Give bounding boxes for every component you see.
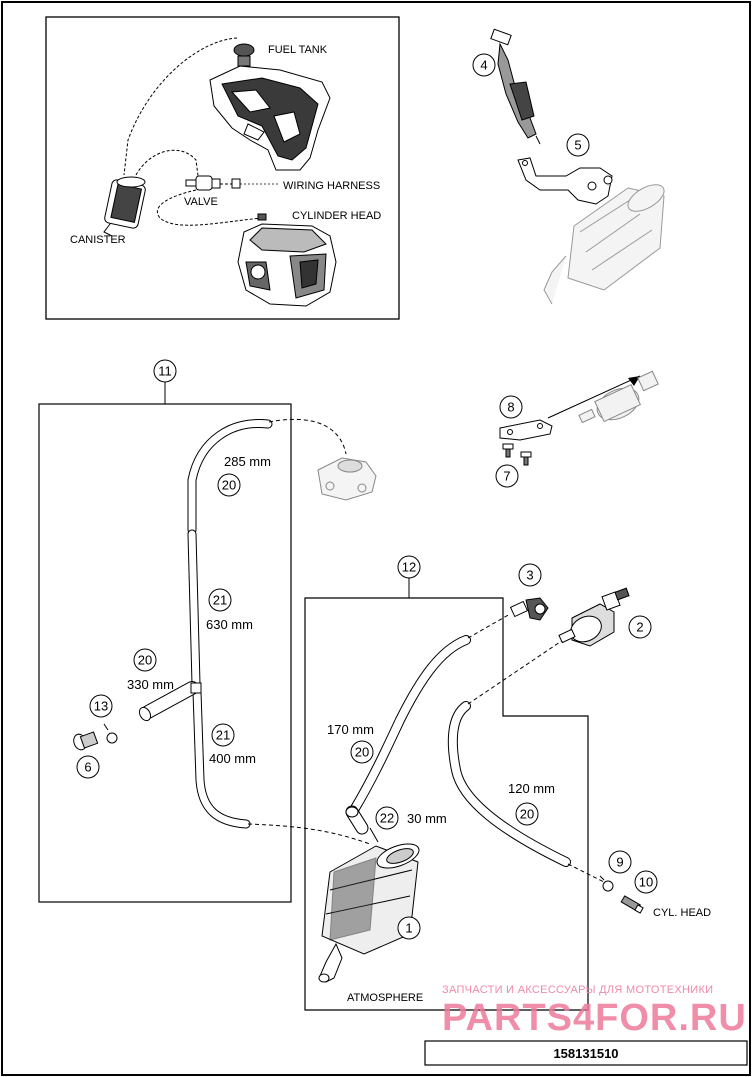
wiring-harness-label: WIRING HARNESS — [283, 180, 380, 192]
part-6-fitting-drawing — [73, 731, 99, 751]
callout-5: 5 — [566, 133, 590, 157]
part-10-fitting-drawing — [620, 895, 644, 914]
svg-text:1: 1 — [405, 921, 412, 936]
callout-20a: 20 — [217, 473, 241, 497]
assembly-arrow-head — [628, 376, 640, 386]
hose-22-end — [345, 806, 359, 818]
svg-text:21: 21 — [213, 593, 227, 608]
measurement-400: 400 mm — [209, 751, 256, 766]
part-13-clamp-drawing — [103, 723, 118, 744]
callout-22: 22 — [375, 806, 399, 830]
dashed-link-120 — [467, 637, 567, 705]
callout-20d: 20 — [515, 802, 539, 826]
callout-21a: 21 — [208, 588, 232, 612]
measurement-30: 30 mm — [407, 811, 447, 826]
measurement-330: 330 mm — [127, 677, 174, 692]
callout-3: 3 — [518, 563, 542, 587]
svg-text:12: 12 — [402, 560, 416, 575]
svg-text:11: 11 — [158, 364, 172, 379]
callout-2: 2 — [628, 615, 652, 639]
cyl-head-label: CYL. HEAD — [653, 907, 711, 919]
part-number-box — [424, 1040, 748, 1066]
valve-assembly-drawing — [578, 370, 659, 424]
measurement-170: 170 mm — [327, 722, 374, 737]
overview-dashed-hoses — [123, 37, 263, 226]
faded-canister-drawing — [543, 184, 665, 305]
fuel-tank-drawing — [209, 43, 331, 171]
svg-text:10: 10 — [639, 875, 653, 890]
svg-text:7: 7 — [503, 469, 510, 484]
part-2-valve-drawing — [558, 587, 630, 647]
measurement-120: 120 mm — [508, 781, 555, 796]
part-7-screws-drawing — [502, 443, 532, 466]
watermark-logo: PARTS4FOR.RU — [442, 997, 747, 1039]
svg-text:4: 4 — [480, 58, 487, 73]
callout-13: 13 — [89, 694, 113, 718]
callout-20b: 20 — [133, 648, 157, 672]
group-12: 12 1 ATMOSPHERE — [304, 555, 652, 1011]
svg-text:20: 20 — [222, 478, 236, 493]
callout-20c: 20 — [350, 740, 374, 764]
group-11: 11 — [38, 359, 377, 903]
callout-1: 1 — [397, 916, 421, 940]
svg-text:22: 22 — [380, 811, 394, 826]
group-12-frame — [304, 597, 589, 1011]
callout-8: 8 — [499, 395, 523, 419]
svg-text:9: 9 — [616, 855, 623, 870]
callout-9: 9 — [608, 850, 632, 874]
dashed-link-285 — [268, 418, 347, 455]
svg-text:20: 20 — [355, 745, 369, 760]
part-5-bracket-drawing — [517, 157, 613, 205]
canister-label: CANISTER — [70, 234, 126, 246]
group-11-frame — [38, 403, 292, 903]
callout-11: 11 — [153, 359, 177, 383]
part-4-drawing — [490, 28, 541, 145]
group-11-hoses — [141, 419, 273, 829]
svg-text:20: 20 — [138, 653, 152, 668]
part-8-bracket-drawing — [499, 419, 553, 441]
svg-text:2: 2 — [636, 620, 643, 635]
hose-end — [138, 706, 152, 722]
svg-text:6: 6 — [84, 760, 91, 775]
fuel-tank-label: FUEL TANK — [268, 44, 328, 56]
svg-text:5: 5 — [574, 138, 581, 153]
valve-label: VALVE — [184, 196, 218, 208]
callout-21b: 21 — [211, 723, 235, 747]
part-1-canister-drawing — [318, 827, 420, 983]
dashed-link-170 — [467, 613, 511, 639]
svg-text:13: 13 — [94, 699, 108, 714]
valve-drawing — [185, 175, 241, 191]
callout-6: 6 — [76, 755, 100, 779]
callout-4: 4 — [472, 53, 496, 77]
dashed-link-cyl-head — [567, 863, 605, 883]
callout-7: 7 — [495, 464, 519, 488]
measurement-285: 285 mm — [224, 454, 271, 469]
measurement-630: 630 mm — [206, 617, 253, 632]
svg-text:21: 21 — [216, 728, 230, 743]
fuel-pump-head-drawing — [317, 457, 377, 501]
canister-drawing — [103, 176, 146, 237]
cylinder-head-drawing — [237, 213, 337, 307]
callout-12: 12 — [397, 555, 421, 579]
svg-text:20: 20 — [520, 807, 534, 822]
part-number: 158131510 — [553, 1046, 618, 1061]
part-3-connector-drawing — [509, 597, 549, 621]
watermark-tagline: ЗАПЧАСТИ И АКСЕССУАРЫ ДЛЯ МОТОТЕХНИКИ — [442, 984, 713, 996]
overview-frame — [45, 16, 400, 320]
part-9-clamp-drawing — [599, 875, 614, 892]
assembly-arrow-line — [547, 375, 641, 419]
atmosphere-label: ATMOSPHERE — [347, 992, 423, 1004]
t-junction — [190, 682, 202, 694]
cylinder-head-label: CYLINDER HEAD — [292, 210, 381, 222]
overview-inset: FUEL TANK CANISTER VALVE WIRING HARNESS — [45, 16, 400, 320]
svg-text:3: 3 — [526, 568, 533, 583]
dashed-link-400 — [247, 823, 371, 845]
svg-text:8: 8 — [507, 400, 514, 415]
callout-10: 10 — [634, 870, 658, 894]
